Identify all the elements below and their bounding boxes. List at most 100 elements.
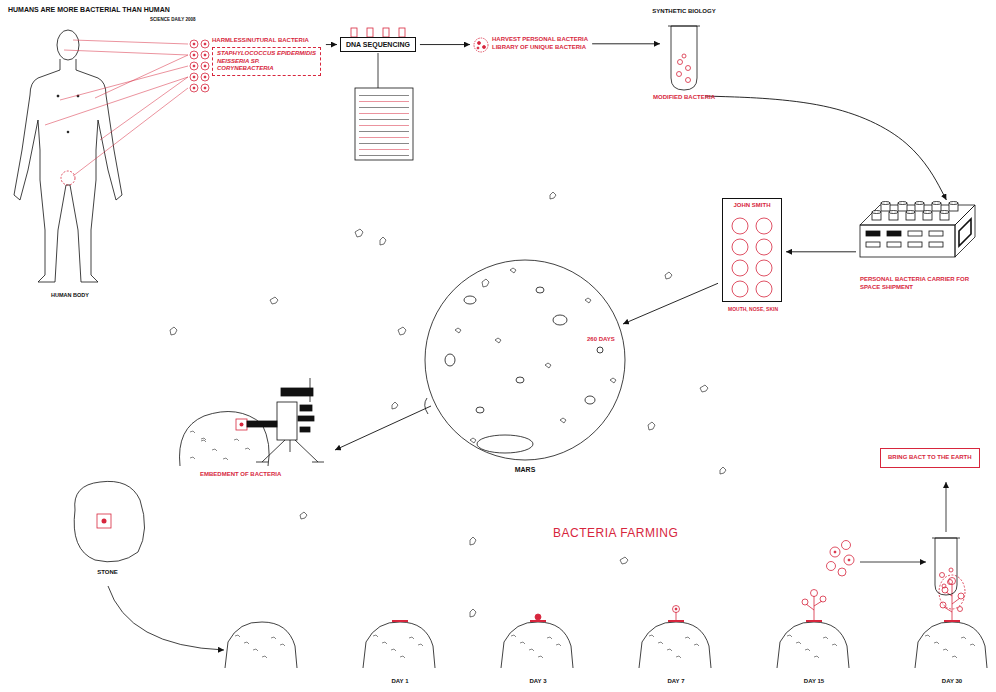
drawing-stroke (290, 440, 291, 452)
drawing-stroke (363, 622, 435, 668)
bacteria-icons (190, 40, 209, 92)
drawing-stroke (935, 538, 957, 595)
drawing-stroke (190, 431, 195, 433)
drawing-stroke (620, 557, 628, 564)
drawing-stroke (204, 43, 206, 45)
drawing-stroke (510, 268, 516, 273)
dna-tubes (351, 28, 405, 37)
rover (180, 378, 325, 466)
drawing-stroke (585, 298, 591, 303)
drawing-stroke (944, 584, 960, 621)
node-label: HUMAN BODY (10, 292, 130, 299)
edge-label: 260 DAYS (586, 336, 616, 344)
drawing-stroke (915, 202, 924, 205)
drawing-stroke (236, 419, 247, 430)
drawing-stroke (511, 635, 516, 637)
drawing-stroke (193, 76, 195, 78)
drawing-stroke (814, 656, 819, 658)
drawing-stroke (796, 642, 801, 644)
drawing-stroke (881, 202, 890, 205)
drawing-stroke (262, 440, 285, 462)
drawing-stroke (204, 54, 206, 56)
tube-node: SYNTHETIC BIOLOGYMODIFIED BACTERIA (634, 8, 734, 104)
drawing-stroke (97, 514, 111, 528)
drawing-stroke (392, 620, 408, 622)
drawing-stroke (382, 642, 387, 644)
drawing-stroke (270, 297, 278, 304)
node-label: HARMLESS/NUTURAL BACTERIA (212, 37, 321, 45)
drawing-stroke (359, 113, 409, 114)
stone (74, 481, 224, 650)
drawing-stroke (535, 614, 541, 620)
drawing-stroke (923, 211, 932, 214)
drawing-stroke (470, 438, 476, 443)
harvest-cluster (827, 541, 855, 577)
node-label: SYNTHETIC BIOLOGY (634, 8, 734, 16)
shape-area (180, 390, 330, 470)
drawing-stroke (271, 637, 276, 639)
flow-arrow (786, 251, 856, 252)
drawing-stroke (665, 272, 672, 279)
drawing-stroke (61, 171, 75, 185)
drawing-stroke (478, 42, 481, 45)
drawing-stroke (400, 656, 405, 658)
drawing-stroke (658, 642, 663, 644)
carrier-device (860, 202, 975, 258)
drawing-stroke (256, 462, 268, 463)
drawing-stroke (359, 125, 409, 126)
drawing-stroke (190, 73, 198, 81)
drawing-stroke (830, 547, 840, 557)
drawing-stroke (14, 26, 987, 668)
drawing-stroke (887, 242, 901, 247)
drawing-stroke (312, 462, 324, 463)
drawing-stroke (908, 242, 922, 247)
drawing-stroke (649, 635, 654, 637)
drawing-stroke (223, 458, 228, 460)
drawing-stroke (585, 396, 595, 404)
drawing-stroke (827, 562, 836, 571)
drawing-stroke (201, 62, 209, 70)
source-note: SCIENCE DAILY 2008 (150, 17, 196, 23)
drawing-stroke (262, 656, 267, 658)
drawing-stroke (240, 423, 244, 427)
shape-area (425, 260, 625, 460)
drawing-stroke (860, 225, 955, 257)
drawing-stroke (677, 72, 682, 77)
drawing-stroke (834, 551, 836, 553)
drawing-stroke (60, 66, 188, 100)
drawing-stroke (560, 418, 566, 423)
drawing-stroke (190, 84, 198, 92)
bacteria-list: HARMLESS/NUTURAL BACTERIASTAPHYLOCOCCUS … (212, 37, 321, 76)
node-label: EMBEDMENT OF BACTERIA (200, 471, 340, 479)
drawing-stroke (477, 435, 533, 453)
drawing-stroke (848, 559, 850, 561)
flow-arrow (705, 96, 946, 200)
drawing-stroke (872, 211, 881, 214)
bacteria-growth (392, 575, 965, 621)
drawing-stroke (445, 354, 455, 366)
shape-area (671, 26, 699, 90)
harvest-arrows (860, 482, 960, 595)
drawing-stroke (67, 131, 69, 133)
drawing-stroke (732, 239, 748, 255)
drawing-stroke (391, 649, 396, 651)
drawing-stroke (190, 51, 198, 59)
test-tube (668, 26, 700, 90)
flow-arrow (420, 44, 470, 45)
drawing-stroke (686, 66, 691, 71)
drawing-stroke (805, 649, 810, 651)
drawing-stroke (777, 622, 849, 668)
drawing-stroke (832, 644, 837, 646)
drawing-stroke (756, 218, 772, 234)
drawing-stroke (940, 602, 946, 608)
drawing-stroke (538, 656, 543, 658)
rover-node: EMBEDMENT OF BACTERIA (170, 385, 340, 483)
drawing-stroke (425, 398, 428, 414)
drawing-stroke (929, 231, 943, 236)
drawing-stroke (898, 202, 907, 205)
drawing-stroke (906, 211, 915, 214)
drawing-stroke (939, 575, 965, 609)
drawing-stroke (673, 606, 680, 613)
drawing-stroke (866, 231, 880, 236)
